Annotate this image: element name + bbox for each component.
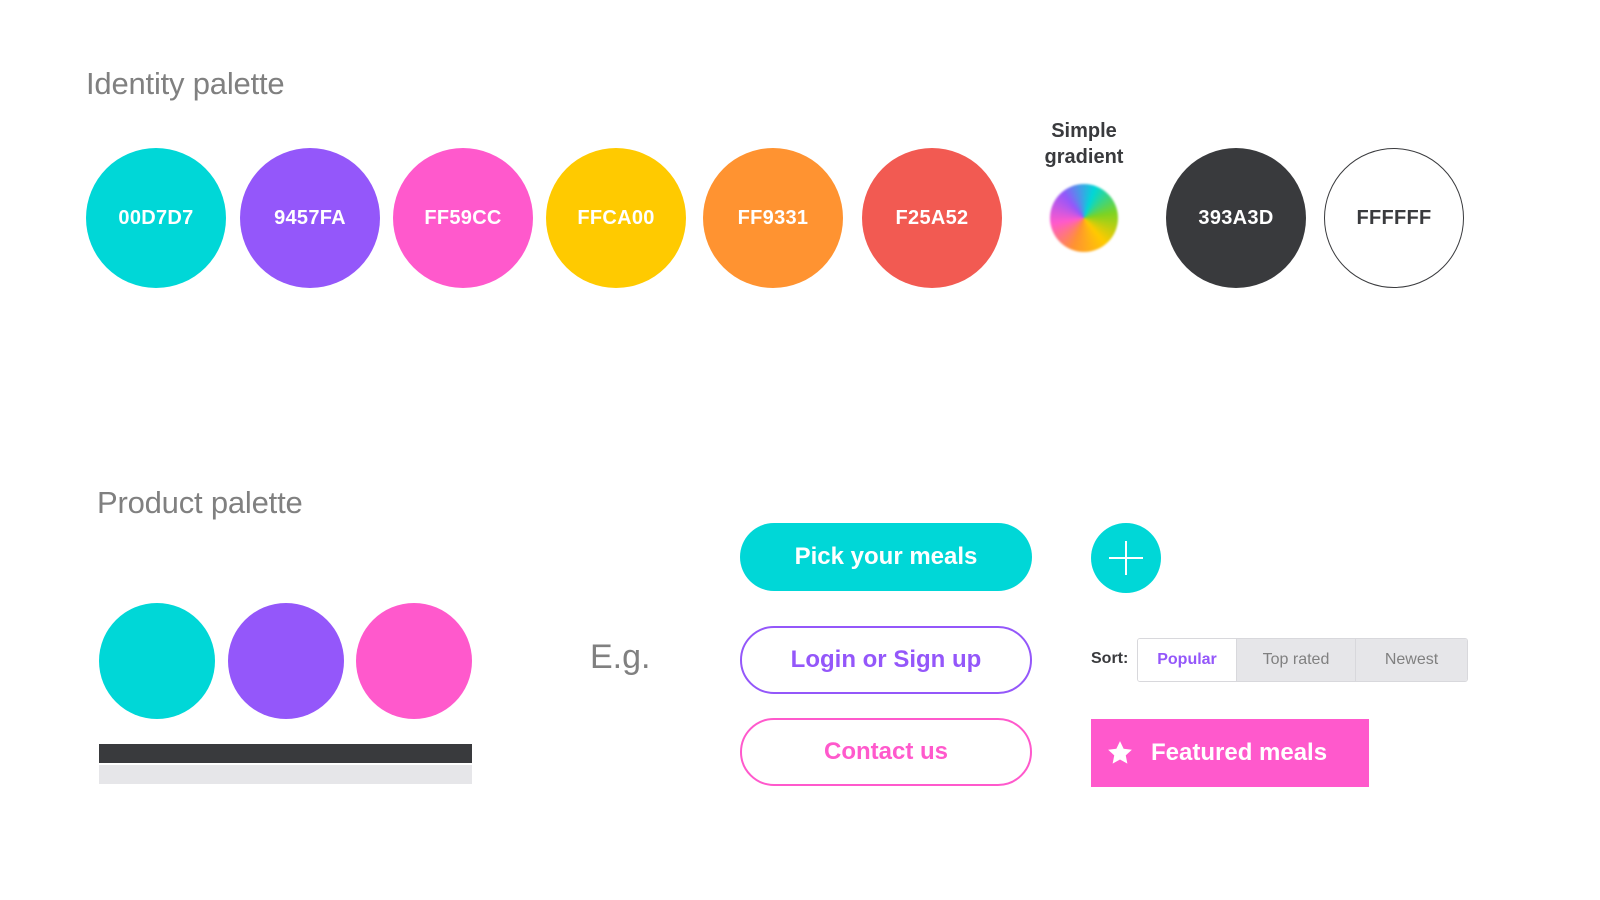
swatch-ff9331: FF9331 [703,148,843,288]
pick-your-meals-label: Pick your meals [794,543,978,570]
login-signup-button[interactable]: Login or Sign up [740,626,1032,694]
star-icon [1105,738,1135,768]
swatch-ffca00: FFCA00 [546,148,686,288]
contact-us-button[interactable]: Contact us [740,718,1032,786]
swatch-ffffff: FFFFFF [1324,148,1464,288]
swatch-hex-label: FFFFFF [1356,206,1432,229]
swatch-f25a52: F25A52 [862,148,1002,288]
swatch-hex-label: FF59CC [424,206,502,229]
gradient-swatch [1050,184,1118,252]
swatch-hex-label: FF9331 [737,206,809,229]
swatch-00d7d7: 00D7D7 [86,148,226,288]
swatch-hex-label: 9457FA [274,206,346,229]
login-signup-label: Login or Sign up [790,646,982,673]
plus-icon [1109,541,1143,575]
swatch-393a3d: 393A3D [1166,148,1306,288]
sort-label: Sort: [1091,650,1129,667]
gradient-caption: Simple gradient [1044,120,1124,168]
sort-option-popular[interactable]: Popular [1138,639,1236,681]
swatch-9457fa: 9457FA [240,148,380,288]
product-swatch-purple [228,603,344,719]
swatch-hex-label: 393A3D [1198,206,1274,229]
sort-option-newest[interactable]: Newest [1355,639,1467,681]
swatch-hex-label: 00D7D7 [118,206,194,229]
product-bar-light [99,765,472,784]
featured-meals-button[interactable]: Featured meals [1091,719,1369,787]
product-swatch-pink [356,603,472,719]
example-label: E.g. [590,638,651,676]
product-palette-title: Product palette [97,485,303,520]
identity-palette-title: Identity palette [86,66,285,101]
pick-your-meals-button[interactable]: Pick your meals [740,523,1032,591]
product-bar-dark [99,744,472,763]
swatch-ff59cc: FF59CC [393,148,533,288]
contact-us-label: Contact us [823,738,948,765]
sort-option-top-rated[interactable]: Top rated [1236,639,1355,681]
sort-segmented-control: Popular Top rated Newest [1137,638,1468,682]
swatch-hex-label: FFCA00 [577,206,655,229]
add-button[interactable] [1091,523,1161,593]
featured-meals-label: Featured meals [1151,739,1328,766]
swatch-hex-label: F25A52 [895,206,969,229]
product-swatch-teal [99,603,215,719]
